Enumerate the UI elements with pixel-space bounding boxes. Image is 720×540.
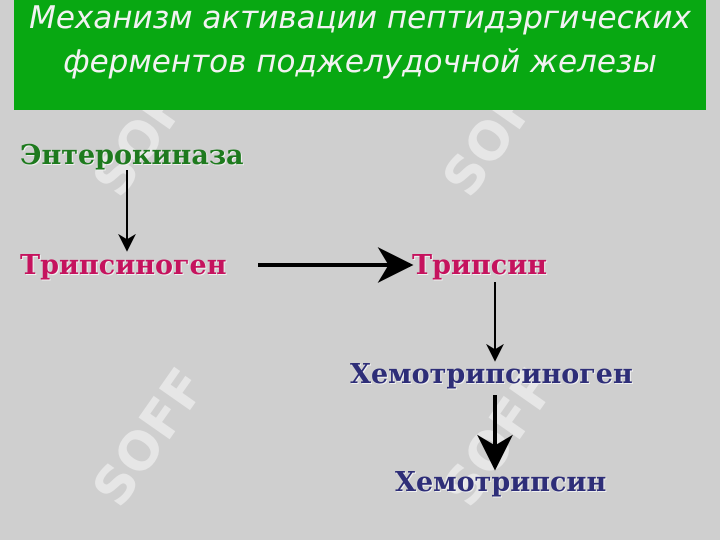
node-trypsin: Трипсин: [412, 250, 547, 281]
node-chymotrypsin: Хемотрипсин: [395, 467, 607, 498]
node-trypsinogen: Трипсиноген: [20, 250, 227, 281]
node-chymotrypsinogen: Хемотрипсиноген: [350, 359, 633, 390]
slide-title: Механизм активации пептидэргических ферм…: [29, 0, 691, 80]
node-enterokinase: Энтерокиназа: [20, 140, 244, 171]
title-bar: Механизм активации пептидэргических ферм…: [14, 0, 706, 110]
